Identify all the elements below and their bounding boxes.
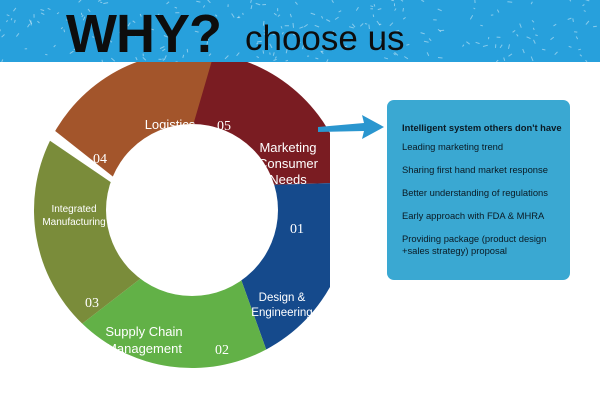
cycle-number-01: 01: [290, 222, 304, 237]
benefits-panel: Intelligent system others don't have Lea…: [387, 100, 570, 280]
list-item: Leading marketing trend: [402, 141, 504, 152]
cycle-label-design-engineering: Design &Engineering: [251, 292, 312, 319]
list-item: Early approach with FDA & MHRA: [402, 210, 545, 221]
cycle-segment-marketing-consumer-needs: [55, 62, 223, 194]
cycle-segment-logistics: [34, 140, 162, 324]
list-item: Providing package (product design +sales…: [402, 233, 547, 256]
cycle-number-03: 03: [85, 296, 99, 311]
benefits-heading: Intelligent system others don't have: [402, 122, 562, 133]
arrow-right-icon: [318, 115, 384, 139]
cycle-number-04: 04: [93, 152, 107, 167]
cycle-center-hole: [106, 124, 278, 296]
cycle-label-logistics: Logistics: [145, 117, 196, 132]
cycle-number-05: 05: [217, 119, 231, 134]
page-title: WHY?: [66, 4, 222, 62]
cycle-number-02: 02: [215, 343, 229, 358]
page-subtitle: choose us: [245, 19, 405, 58]
list-item: Better understanding of regulations: [402, 187, 548, 198]
list-item: Sharing first hand market response: [402, 164, 548, 175]
benefits-list: Leading marketing trend Sharing first ha…: [402, 141, 564, 257]
speckle-pattern: [0, 0, 597, 62]
header-banner: WHY? choose us: [0, 0, 600, 62]
